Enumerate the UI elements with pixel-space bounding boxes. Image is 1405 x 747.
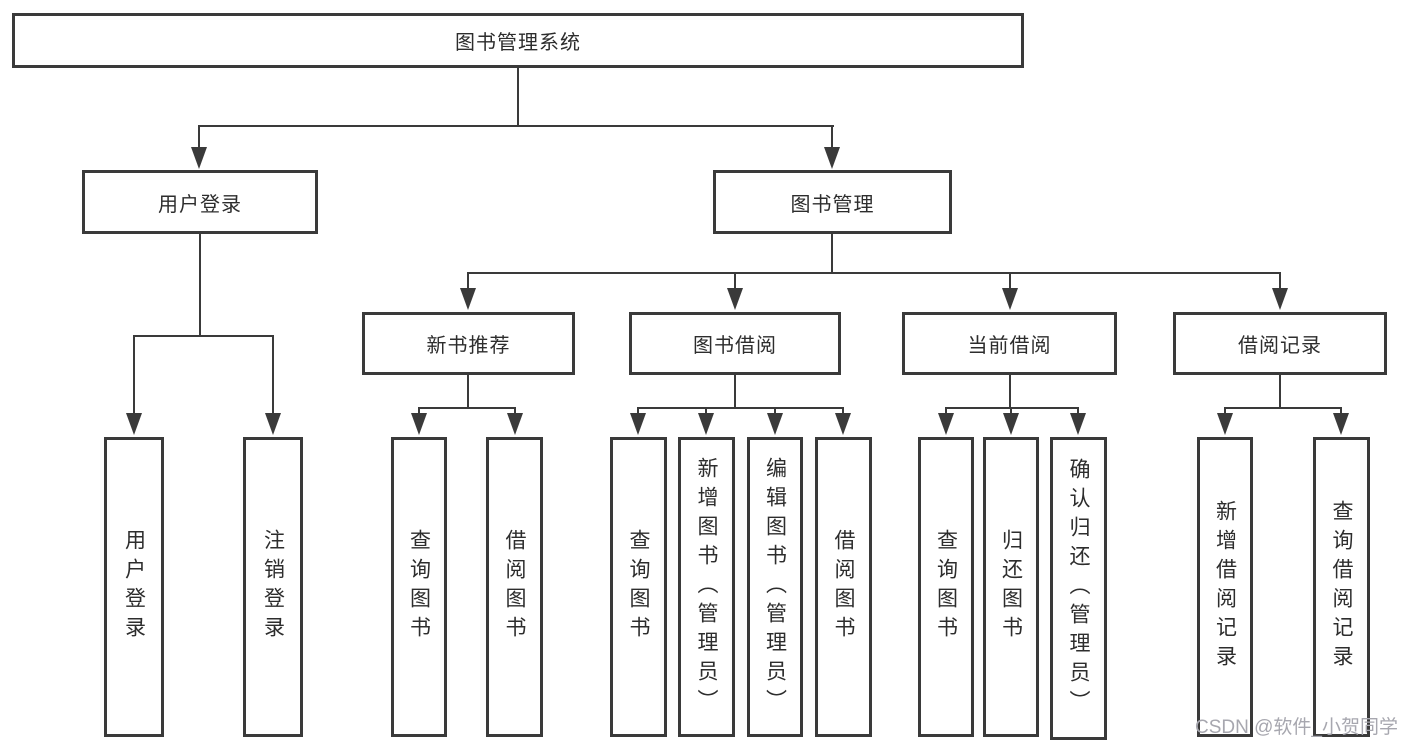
leaf-br-add-record: 新增借阅记录 — [1197, 437, 1253, 737]
arrowhead-cb-return — [1003, 413, 1019, 435]
connector-book-borrow-rail — [637, 407, 844, 409]
node-borrow-records-label: 借阅记录 — [1238, 335, 1322, 357]
connector-user-login-drop — [198, 125, 200, 149]
arrowhead-leaf-user-login — [126, 413, 142, 435]
arrowhead-bb-edit — [767, 413, 783, 435]
arrowhead-bb-add — [698, 413, 714, 435]
leaf-user-login: 用户登录 — [104, 437, 164, 737]
connector-user-login-stem — [199, 234, 201, 337]
leaf-bb-add-books: 新增图书（管理员） — [678, 437, 735, 737]
node-root-label: 图书管理系统 — [455, 32, 581, 54]
connector-bb-borrow-drop — [842, 407, 844, 415]
connector-nb-query-drop — [418, 407, 420, 415]
node-book-mgmt: 图书管理 — [713, 170, 952, 234]
connector-level1-rail — [198, 125, 834, 127]
connector-cb-return-drop — [1010, 407, 1012, 415]
arrowhead-book-borrow — [727, 288, 743, 310]
connector-bb-add-drop — [705, 407, 707, 415]
node-book-mgmt-label: 图书管理 — [790, 193, 875, 216]
node-book-borrow: 图书借阅 — [629, 312, 841, 375]
arrowhead-br-add — [1217, 413, 1233, 435]
arrowhead-borrow-records — [1272, 288, 1288, 310]
arrowhead-book-mgmt — [824, 147, 840, 169]
connector-book-borrow-stem — [734, 375, 736, 408]
connector-bb-query-drop — [637, 407, 639, 415]
connector-br-query-drop — [1340, 407, 1342, 415]
connector-current-borrow-stem — [1009, 375, 1011, 408]
connector-borrow-records-rail — [1224, 407, 1342, 409]
arrowhead-nb-borrow — [507, 413, 523, 435]
node-new-book-rec-label: 新书推荐 — [426, 335, 511, 357]
arrowhead-nb-query — [411, 413, 427, 435]
node-current-borrow-label: 当前借阅 — [967, 335, 1052, 357]
connector-current-borrow-rail — [945, 407, 1079, 409]
node-root: 图书管理系统 — [12, 13, 1024, 68]
arrowhead-new-book-rec — [460, 288, 476, 310]
leaf-cb-return-books: 归还图书 — [983, 437, 1039, 737]
connector-current-borrow-drop — [1009, 272, 1011, 290]
leaf-bb-query-books: 查询图书 — [610, 437, 667, 737]
connector-new-book-rec-rail — [418, 407, 516, 409]
leaf-br-query-record: 查询借阅记录 — [1313, 437, 1370, 737]
connector-bb-edit-drop — [774, 407, 776, 415]
connector-root-stem — [517, 68, 519, 127]
connector-user-login-rail — [133, 335, 274, 337]
arrowhead-cb-confirm — [1070, 413, 1086, 435]
connector-book-mgmt-drop — [831, 125, 833, 149]
leaf-bb-borrow-books: 借阅图书 — [815, 437, 872, 737]
node-user-login-label: 用户登录 — [158, 193, 242, 216]
connector-new-book-rec-drop — [467, 272, 469, 290]
arrowhead-user-login — [191, 147, 207, 169]
arrowhead-cb-query — [938, 413, 954, 435]
connector-br-add-drop — [1224, 407, 1226, 415]
connector-book-borrow-drop — [734, 272, 736, 290]
leaf-cb-confirm-return: 确认归还（管理员） — [1050, 437, 1107, 740]
arrowhead-br-query — [1333, 413, 1349, 435]
arrowhead-bb-borrow — [835, 413, 851, 435]
connector-cb-confirm-drop — [1077, 407, 1079, 415]
node-current-borrow: 当前借阅 — [902, 312, 1117, 375]
arrowhead-current-borrow — [1002, 288, 1018, 310]
node-new-book-rec: 新书推荐 — [362, 312, 575, 375]
leaf-nb-query-books: 查询图书 — [391, 437, 447, 737]
connector-book-mgmt-stem — [831, 234, 833, 274]
connector-level2-rail — [467, 272, 1281, 274]
connector-borrow-records-stem — [1279, 375, 1281, 408]
connector-cb-query-drop — [945, 407, 947, 415]
leaf-logout: 注销登录 — [243, 437, 303, 737]
connector-nb-borrow-drop — [514, 407, 516, 415]
connector-leaf-logout-drop — [272, 335, 274, 415]
connector-leaf-user-login-drop — [133, 335, 135, 415]
node-borrow-records: 借阅记录 — [1173, 312, 1387, 375]
csdn-watermark: CSDN @软件_小贺同学 — [1195, 717, 1398, 738]
node-user-login: 用户登录 — [82, 170, 318, 234]
leaf-cb-query-books: 查询图书 — [918, 437, 974, 737]
leaf-nb-borrow-books: 借阅图书 — [486, 437, 543, 737]
arrowhead-bb-query — [630, 413, 646, 435]
leaf-bb-edit-books: 编辑图书（管理员） — [747, 437, 803, 737]
node-book-borrow-label: 图书借阅 — [693, 335, 777, 357]
connector-borrow-records-drop — [1279, 272, 1281, 290]
connector-new-book-rec-stem — [467, 375, 469, 408]
arrowhead-leaf-logout — [265, 413, 281, 435]
